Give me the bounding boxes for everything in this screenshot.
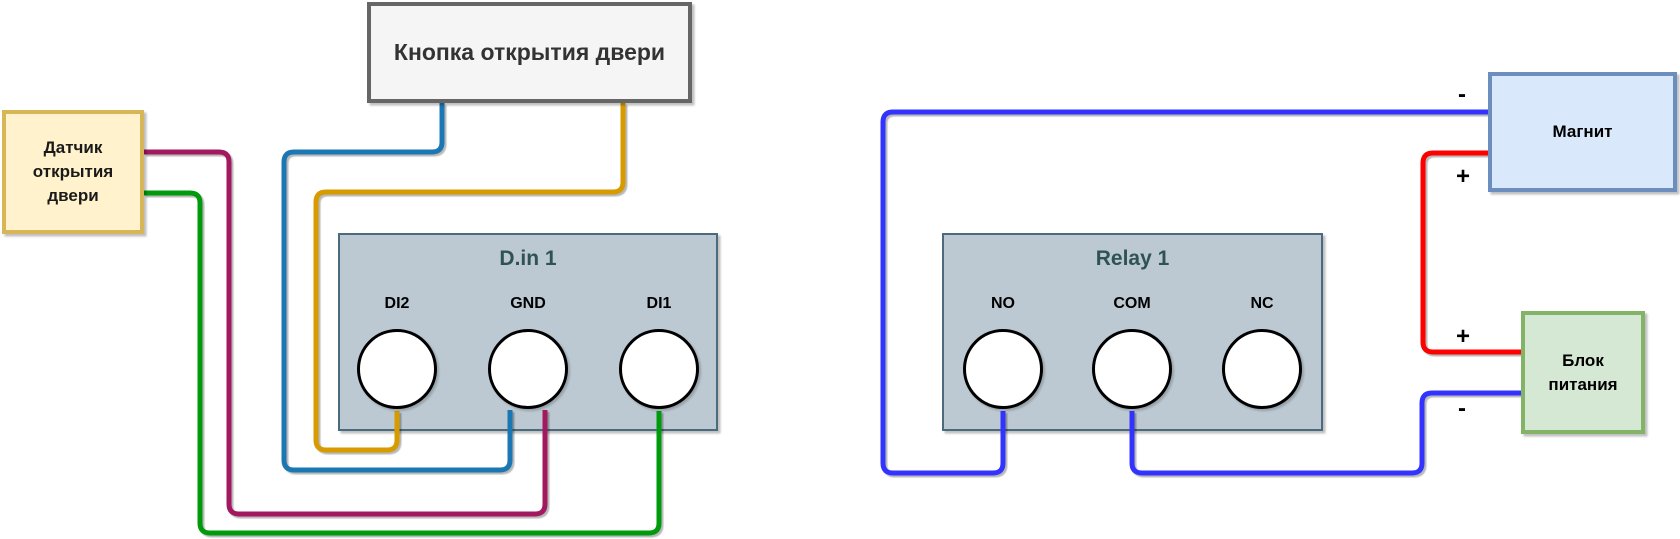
door-open-button-box[interactable]: Кнопка открытия двери [367, 2, 692, 103]
magnet-minus-label: - [1458, 81, 1466, 108]
terminal-di1[interactable]: DI1 [604, 294, 714, 409]
terminal-com-circle[interactable] [1092, 329, 1172, 409]
magnet-box[interactable]: Магнит [1488, 72, 1677, 192]
terminal-gnd-label: GND [510, 295, 546, 312]
terminal-di2-circle[interactable] [357, 329, 437, 409]
door-open-sensor-box[interactable]: Датчик открытия двери [2, 110, 144, 234]
terminal-nc-circle[interactable] [1222, 329, 1302, 409]
terminal-di1-circle[interactable] [619, 329, 699, 409]
door-open-sensor-label: Датчик открытия двери [32, 138, 114, 205]
relay-module-title: Relay 1 [1095, 247, 1170, 270]
terminal-com-label: COM [1113, 295, 1151, 312]
psu-minus-label: - [1458, 395, 1466, 422]
terminal-no[interactable]: NO [948, 294, 1058, 409]
terminal-gnd[interactable]: GND [473, 294, 583, 409]
power-supply-label: Блок питания [1548, 350, 1618, 394]
terminal-no-circle[interactable] [963, 329, 1043, 409]
terminal-di2[interactable]: DI2 [342, 294, 452, 409]
terminal-no-label: NO [991, 295, 1015, 312]
psu-plus-label: + [1455, 323, 1471, 350]
magnet-label: Магнит [1552, 122, 1613, 141]
terminal-gnd-circle[interactable] [488, 329, 568, 409]
power-supply-box[interactable]: Блок питания [1521, 311, 1645, 434]
terminal-di1-label: DI1 [646, 295, 672, 312]
terminal-di2-label: DI2 [384, 295, 410, 312]
door-open-button-label: Кнопка открытия двери [393, 39, 666, 65]
terminal-nc-label: NC [1250, 295, 1274, 312]
terminal-com[interactable]: COM [1077, 294, 1187, 409]
magnet-plus-label: + [1455, 163, 1471, 190]
terminal-nc[interactable]: NC [1207, 294, 1317, 409]
din-module-title: D.in 1 [499, 247, 557, 270]
